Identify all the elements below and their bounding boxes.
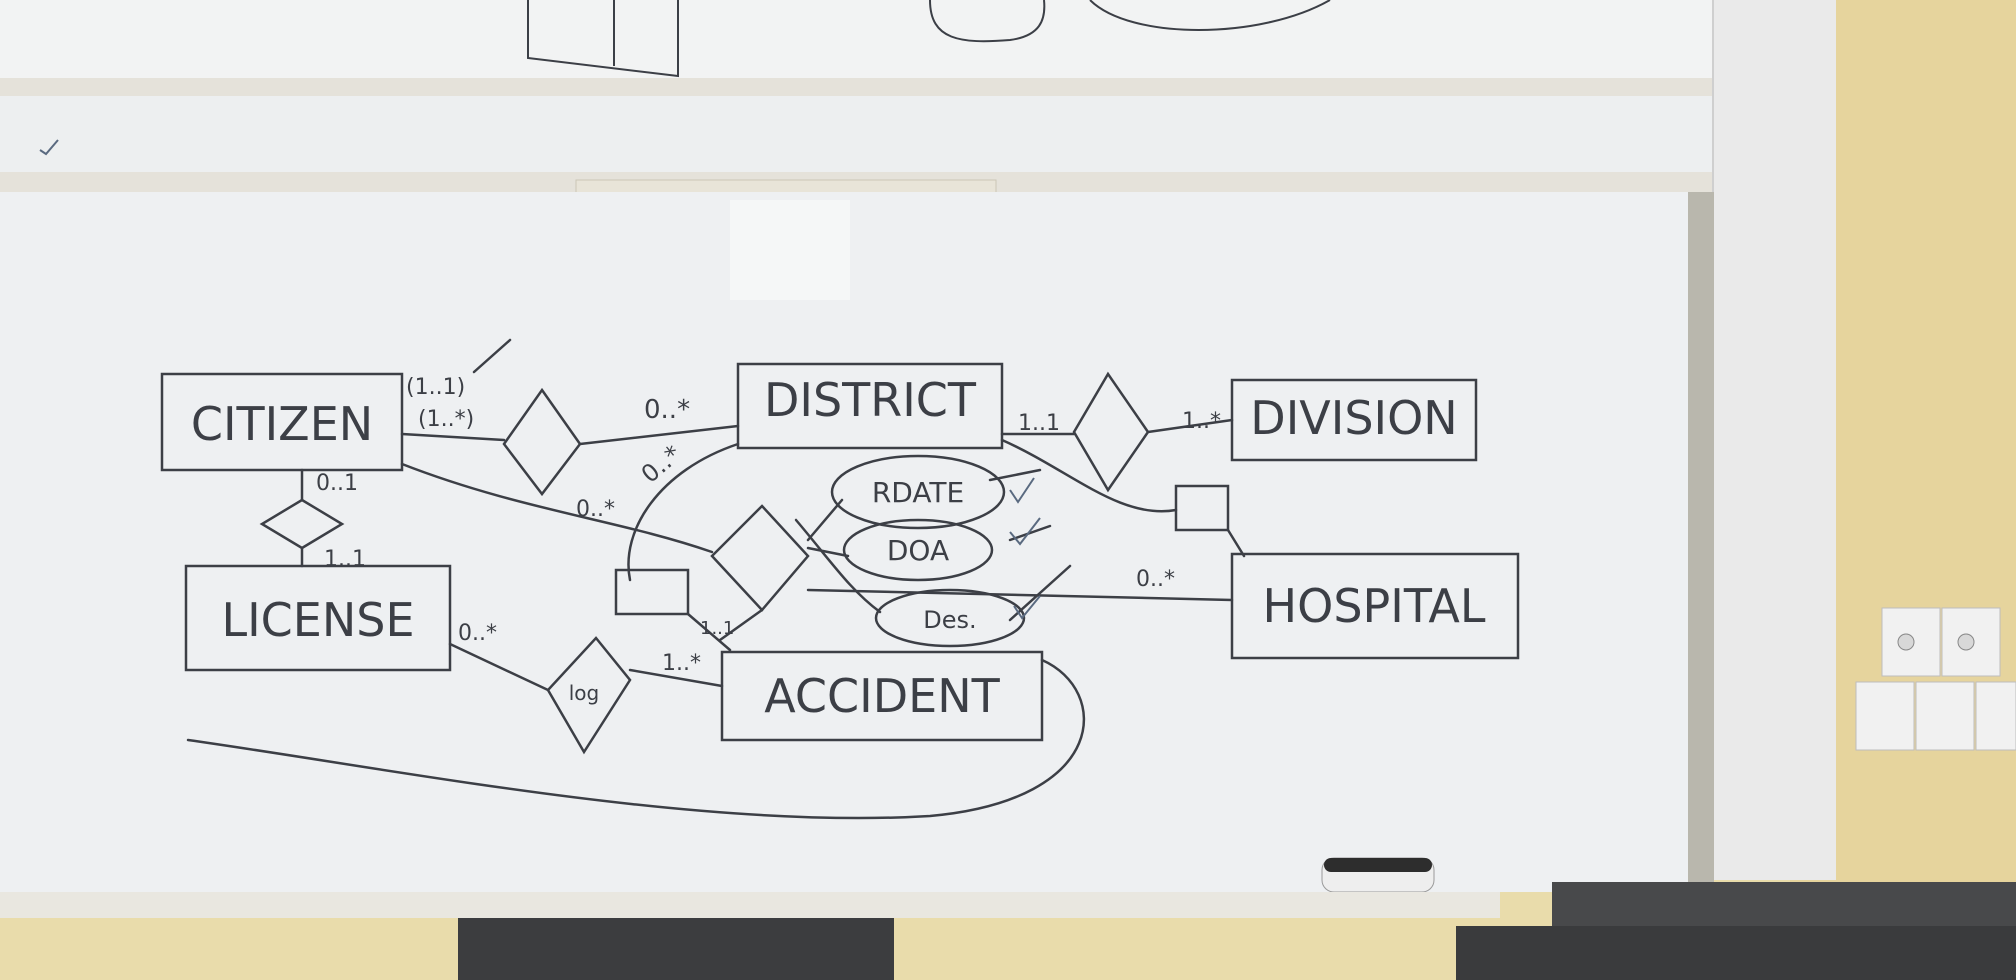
attribute-labels: RDATE DOA Des. xyxy=(872,476,977,634)
weak-box-accident xyxy=(614,568,690,616)
card-citizen-top-2: (1..*) xyxy=(418,407,474,432)
board-bottom-ledge xyxy=(0,892,1500,918)
board-gap xyxy=(0,96,1712,186)
entity-accident-box xyxy=(720,650,1044,742)
attr-rdate-label: RDATE xyxy=(872,476,964,509)
rel-district-division-diamond xyxy=(1072,371,1150,493)
check-icon xyxy=(1009,517,1041,546)
main-whiteboard xyxy=(0,192,1690,892)
entity-license-label: LICENSE xyxy=(221,593,414,647)
entity-citizen-box xyxy=(160,372,404,472)
upper-board-sketch xyxy=(527,0,1331,78)
attr-des-label: Des. xyxy=(923,606,976,634)
card-license-up: 1..1 xyxy=(324,547,366,572)
check-icon xyxy=(1009,477,1035,504)
upper-whiteboard xyxy=(0,0,1712,82)
entity-hospital-label: HOSPITAL xyxy=(1263,579,1486,633)
attr-des-oval xyxy=(874,588,1026,648)
card-hospital-left: 0..* xyxy=(1136,567,1175,592)
card-district-right: 1..1 xyxy=(1018,411,1060,436)
card-district-left: 0..* xyxy=(644,395,690,425)
entity-citizen-label: CITIZEN xyxy=(191,397,373,451)
card-accident-left: 1..* xyxy=(662,651,701,676)
card-citizen-down: 0..1 xyxy=(316,471,358,496)
entity-district-box xyxy=(736,362,1004,450)
attr-rdate-oval xyxy=(830,454,1006,530)
board-frame-right xyxy=(1712,0,1836,880)
weak-box-hospital xyxy=(1174,484,1230,532)
entity-labels: CITIZEN DISTRICT DIVISION LICENSE ACCIDE… xyxy=(191,373,1486,723)
entity-division-label: DIVISION xyxy=(1250,391,1457,445)
board-ledge-1 xyxy=(0,78,1712,96)
entity-district-label: DISTRICT xyxy=(764,373,977,427)
attr-doa-oval xyxy=(842,518,994,582)
card-accident-up: 1..1 xyxy=(700,618,734,639)
monitor-right xyxy=(1456,926,2016,980)
card-license-right: 0..* xyxy=(458,621,497,646)
wall-sockets xyxy=(1855,607,2016,751)
card-division-left: 1..* xyxy=(1182,409,1221,434)
monitor-right-top xyxy=(1552,882,2016,926)
check-icon xyxy=(1013,595,1041,620)
card-citizen-top-1: (1..1) xyxy=(406,375,465,400)
entity-accident-label: ACCIDENT xyxy=(764,669,1000,723)
board-glare xyxy=(730,200,850,300)
tick-icon xyxy=(39,139,59,156)
monitor-left xyxy=(458,918,894,980)
rel-log-diamond xyxy=(546,636,632,755)
rel-log-label: log xyxy=(569,681,600,705)
er-diagram xyxy=(160,338,1520,820)
check-marks xyxy=(39,139,1041,620)
attr-doa-label: DOA xyxy=(887,534,949,567)
board-right-rail xyxy=(1688,192,1714,882)
marker-cap xyxy=(1324,858,1432,872)
entity-license-box xyxy=(184,564,452,672)
card-citizen-to-accident: 0..* xyxy=(576,497,615,522)
entity-hospital-box xyxy=(1230,552,1520,660)
rel-citizen-district-diamond xyxy=(502,387,582,497)
